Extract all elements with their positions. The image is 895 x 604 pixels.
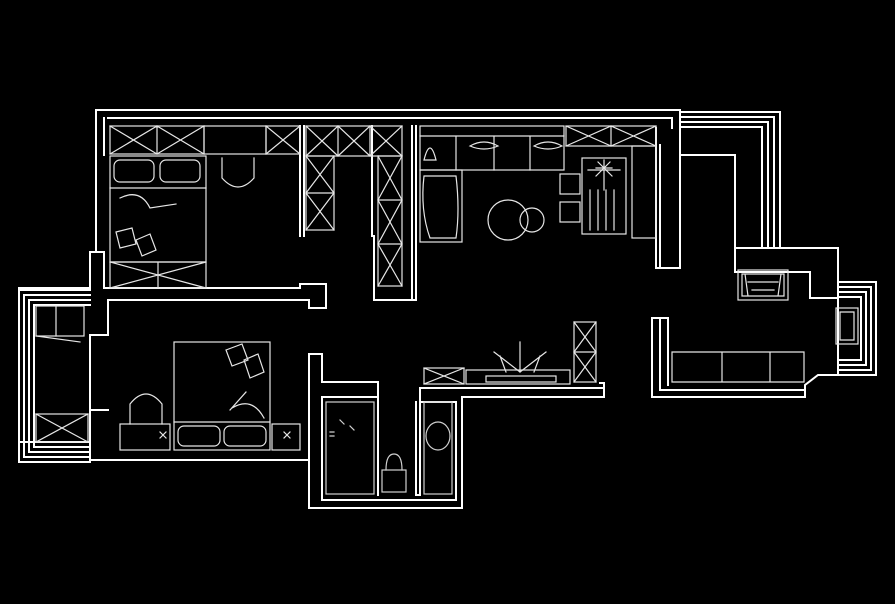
outer-wall-inner	[103, 117, 673, 156]
stove-frame	[737, 269, 789, 301]
wall-bedroom2-south	[89, 334, 109, 443]
chair-dining-2	[559, 201, 581, 223]
wardrobe-bedroom1	[109, 125, 301, 155]
wardrobe-center-cross	[305, 125, 403, 157]
balcony-right-top	[679, 111, 781, 249]
nightstand-2a	[119, 423, 171, 451]
wardrobe-center	[305, 125, 403, 287]
vanity-counter	[423, 401, 453, 495]
stove	[737, 269, 789, 301]
tv-bench-left-cross	[423, 367, 465, 385]
nightstand-2b	[271, 423, 301, 451]
fridge	[631, 145, 657, 239]
tv-cabinet-right	[671, 351, 805, 383]
bathtub	[419, 169, 463, 243]
wardrobe-center-frame	[305, 125, 403, 157]
shower-base	[325, 401, 375, 495]
kitchen-cabinet-cross	[565, 125, 657, 147]
sink-kitchen-1	[468, 141, 500, 150]
wall-living-right	[659, 247, 839, 391]
right-bay-cabinet	[835, 307, 859, 345]
bed-frame-2	[173, 341, 271, 451]
balcony-left-bay	[18, 289, 91, 463]
kitchen-counter	[419, 125, 657, 239]
side-cabinet	[581, 157, 627, 235]
cushion-1	[115, 227, 157, 257]
blanket-fold-2	[229, 391, 265, 419]
balcony-right-bay	[837, 281, 877, 376]
tv-bench-left	[423, 367, 465, 385]
fixtures	[35, 125, 859, 495]
nightstand-1	[109, 261, 207, 289]
pillow-1b	[159, 159, 201, 183]
bathtub-basin	[422, 175, 459, 239]
kitchen-counter-split	[419, 135, 565, 171]
left-bay-cabinet-bottom-cross	[35, 413, 89, 443]
right-bay-cabinet-inner	[839, 311, 855, 341]
bed-bedroom2	[119, 341, 301, 451]
sink-kitchen-2	[532, 141, 564, 150]
tv-unit	[485, 375, 557, 383]
stool-bedroom2	[129, 393, 163, 425]
side-cabinet-lines	[587, 169, 621, 231]
wardrobe-2	[265, 125, 301, 155]
wall-kitchen-west	[411, 125, 417, 301]
outer-walls	[18, 109, 877, 509]
shelf-living-cross	[573, 321, 597, 383]
outer-wall-outline	[18, 109, 839, 509]
vanity-sink	[425, 421, 451, 451]
tv-light-rays	[493, 341, 547, 373]
bathroom-fixtures	[325, 401, 453, 495]
wardrobe-center-left-cross	[305, 155, 335, 231]
wardrobe-1-cross	[109, 125, 205, 155]
interior-walls	[89, 125, 839, 501]
wall-bedroom1-south	[89, 251, 327, 336]
wardrobe-2-cross	[265, 125, 301, 155]
left-bay-cabinet-top	[35, 305, 85, 337]
wardrobe-center-right	[377, 155, 403, 287]
pillow-1a	[113, 159, 155, 183]
table-round-small	[519, 207, 545, 233]
blanket-fold-1	[119, 194, 177, 209]
toilet-bowl	[385, 453, 403, 471]
plant	[595, 159, 613, 177]
pillow-2b	[223, 425, 267, 447]
chair-bedroom1	[221, 157, 255, 188]
sink-kitchen-3	[423, 147, 437, 161]
wall-closet-center	[371, 125, 413, 301]
nightstand-2-marks	[159, 431, 291, 439]
shower-drain-dots	[329, 419, 355, 437]
pillow-2a	[177, 425, 221, 447]
left-bay-cabinet-top-cross	[35, 305, 81, 343]
bathtub-frame	[419, 169, 463, 243]
wardrobe-center-right-cross	[377, 155, 403, 287]
kitchen-counter-top	[419, 125, 565, 171]
toilet-tank	[381, 469, 407, 493]
left-bay-cabinet-bottom	[35, 413, 89, 443]
living-tv-area	[423, 321, 597, 385]
wall-bathroom-block	[321, 387, 605, 501]
stove-burners	[741, 273, 785, 297]
bed-bedroom1	[109, 155, 207, 289]
table-round-large	[487, 199, 529, 241]
cushion-2	[225, 343, 265, 379]
chair-dining-1	[559, 173, 581, 195]
